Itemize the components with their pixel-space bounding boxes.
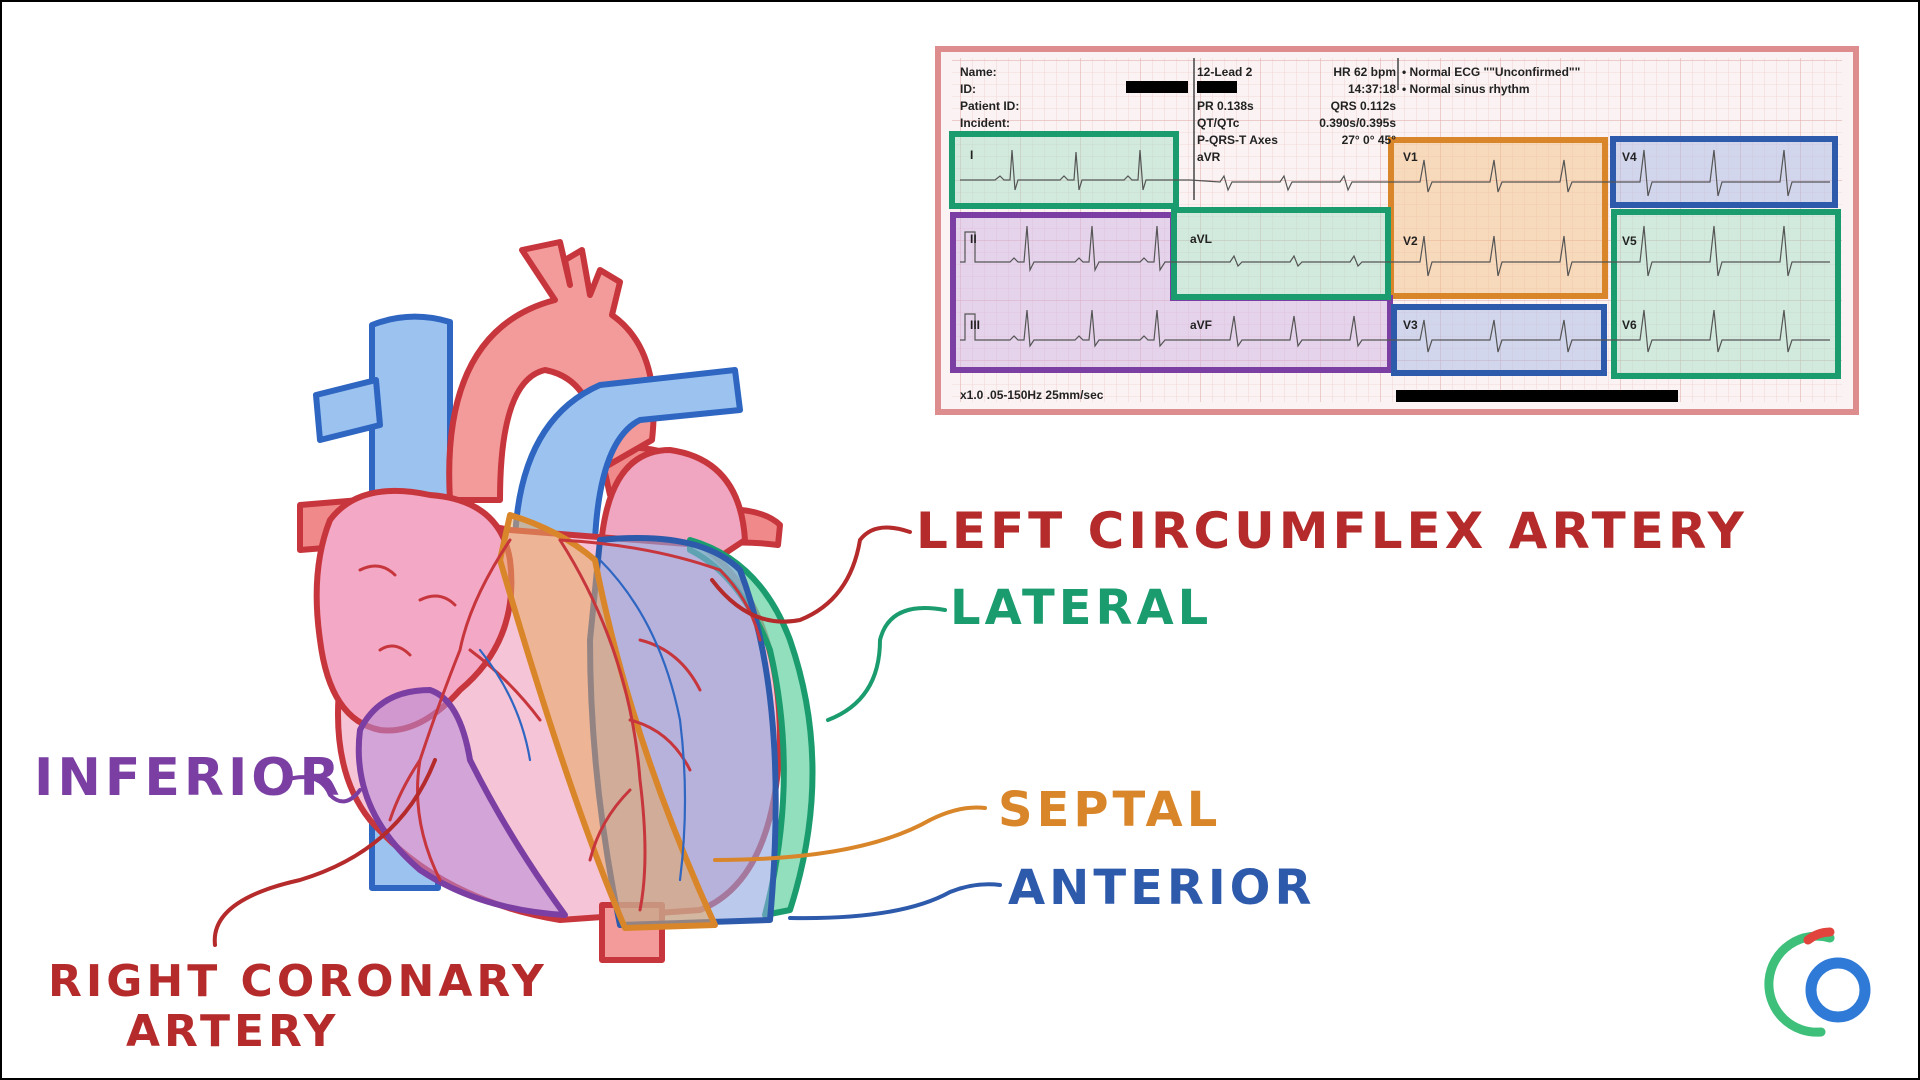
lead-label-I: I [970, 148, 974, 162]
anterior-box-v4 [1610, 136, 1838, 208]
heart-illustration [297, 239, 816, 963]
lead-label-V6: V6 [1622, 318, 1637, 332]
lateral-box-v5-v6 [1611, 209, 1841, 379]
lateral-box-lead-I [949, 131, 1179, 209]
ecg-name-label: Name: [960, 65, 997, 79]
osmosis-ring-icon [1764, 927, 1871, 1037]
ecg-interpretation-1: • Normal ECG ""Unconfirmed"" [1402, 65, 1581, 79]
right-coronary-artery-label-line2: ARTERY [126, 1006, 340, 1057]
ecg-redacted-row [1197, 81, 1278, 98]
ecg-header-mid: 12-Lead 2 PR 0.138s QT/QTc P-QRS-T Axes … [1197, 64, 1278, 166]
anterior-label: ANTERIOR [1008, 860, 1316, 916]
anterior-leader [788, 882, 1002, 921]
ecg-trace-row3 [960, 309, 1830, 353]
right-coronary-artery-label-line1: RIGHT CORONARY [48, 956, 548, 1007]
ecg-time: 14:37:18 [1347, 82, 1396, 96]
pulmonary-trunk [512, 367, 743, 543]
cardiac-vein [598, 558, 687, 882]
inferior-label: INFERIOR [34, 748, 344, 808]
ecg-qrs: QRS 0.112s [1330, 99, 1396, 113]
ecg-trace-row2 [960, 225, 1830, 277]
inferior-leader [283, 775, 362, 804]
lateral-leader [826, 606, 947, 722]
ecg-trace-row1 [960, 149, 1830, 197]
svc-branch [313, 377, 383, 443]
ecg-avr-label: aVR [1197, 150, 1221, 164]
ecg-header-left: Name: ID: Patient ID: Incident: [960, 64, 1019, 132]
lead-label-III: III [970, 318, 981, 332]
ecg-header-right: HR 62 bpm 14:37:18 QRS 0.112s 0.390s/0.3… [1300, 64, 1396, 149]
ecg-interpretation: • Normal ECG ""Unconfirmed"" • Normal si… [1402, 64, 1580, 98]
ecg-heart-rate: HR 62 bpm [1333, 65, 1396, 79]
ecg-lead-mode: 12-Lead 2 [1197, 65, 1253, 79]
septal-label: SEPTAL [998, 782, 1222, 838]
left-anterior-descending-artery [558, 538, 647, 912]
ecg-qt-values: 0.390s/0.395s [1319, 116, 1396, 130]
lead-label-II: II [970, 232, 977, 246]
lead-label-V2: V2 [1403, 234, 1418, 248]
lateral-label: LATERAL [950, 580, 1213, 636]
lead-label-aVF: aVF [1190, 318, 1213, 332]
ecg-axes-values: 27° 0° 45° [1341, 133, 1396, 147]
lead-label-V4: V4 [1622, 150, 1637, 164]
ecg-axes-label: P-QRS-T Axes [1197, 133, 1278, 147]
ecg-patient-id-label: Patient ID: [960, 99, 1020, 113]
ecg-incident-label: Incident: [960, 116, 1010, 130]
left-circumflex-artery-label: LEFT CIRCUMFLEX ARTERY [916, 502, 1748, 560]
superior-vena-cava [369, 313, 453, 503]
lateral-box-avl [1171, 207, 1391, 300]
lead-label-aVL: aVL [1190, 232, 1213, 246]
redaction-bar [1197, 81, 1237, 93]
right-coronary-leader [212, 758, 437, 947]
right-coronary-vessel [416, 538, 512, 882]
inferior-wall-region [355, 687, 568, 918]
ecg-interpretation-2: • Normal sinus rhythm [1402, 82, 1530, 96]
lead-label-V5: V5 [1622, 234, 1637, 248]
ecg-footer: x1.0 .05-150Hz 25mm/sec [960, 388, 1104, 402]
redaction-bar [1396, 390, 1678, 402]
lead-label-V3: V3 [1403, 318, 1418, 332]
ecg-pr-interval: PR 0.138s [1197, 99, 1254, 113]
lead-label-V1: V1 [1403, 150, 1418, 164]
right-atrium [313, 487, 515, 734]
anterior-box-v3 [1391, 304, 1607, 376]
septal-leader [713, 805, 987, 862]
ecg-panel [935, 46, 1859, 415]
redaction-bar [1126, 81, 1188, 93]
ecg-id-label: ID: [960, 82, 976, 96]
left-circumflex-leader [710, 525, 912, 624]
ecg-qt-label: QT/QTc [1197, 116, 1240, 130]
